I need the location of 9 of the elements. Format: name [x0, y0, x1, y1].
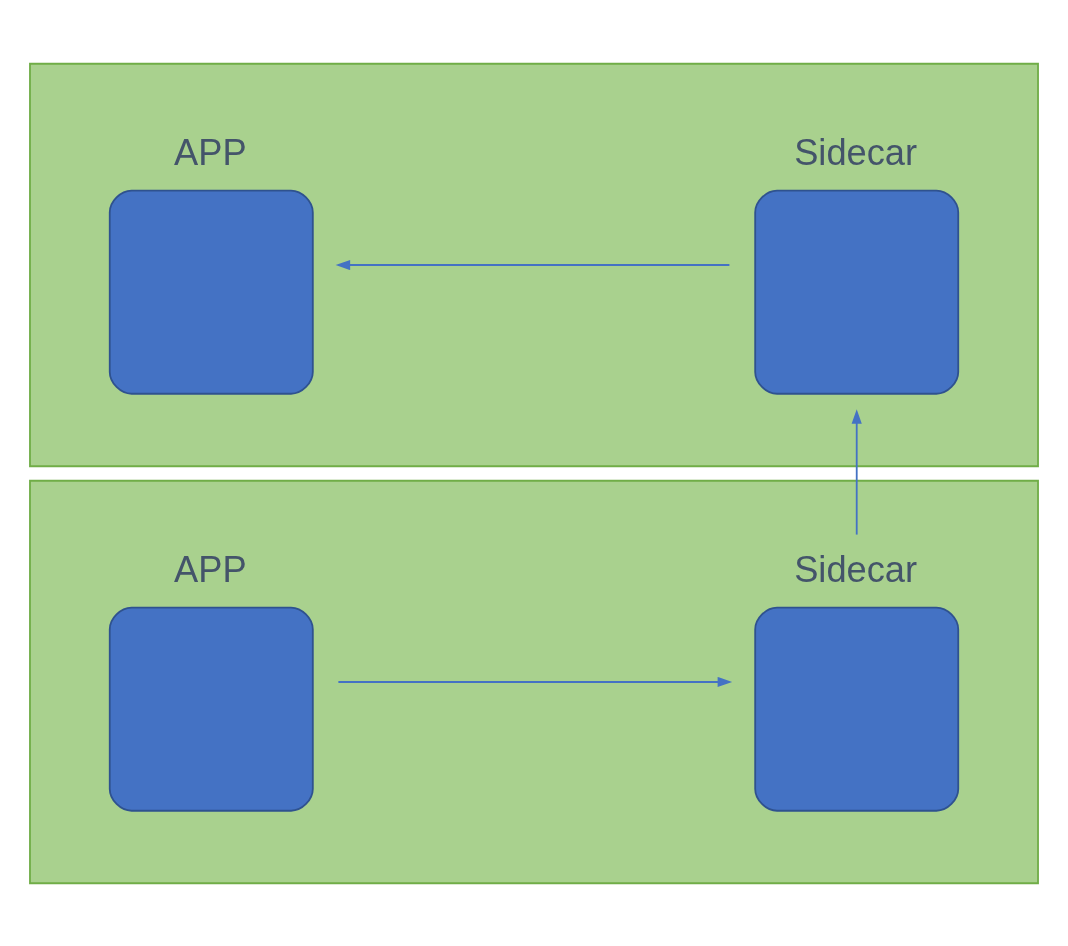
arrow [851, 408, 862, 535]
node-label: APP [174, 131, 247, 173]
node-label: Sidecar [794, 131, 918, 173]
cluster [29, 62, 1039, 467]
node-label: APP [174, 548, 247, 590]
node-label: Sidecar [794, 548, 918, 590]
cluster [29, 479, 1039, 884]
arrow [337, 676, 733, 687]
arrow [335, 259, 731, 270]
